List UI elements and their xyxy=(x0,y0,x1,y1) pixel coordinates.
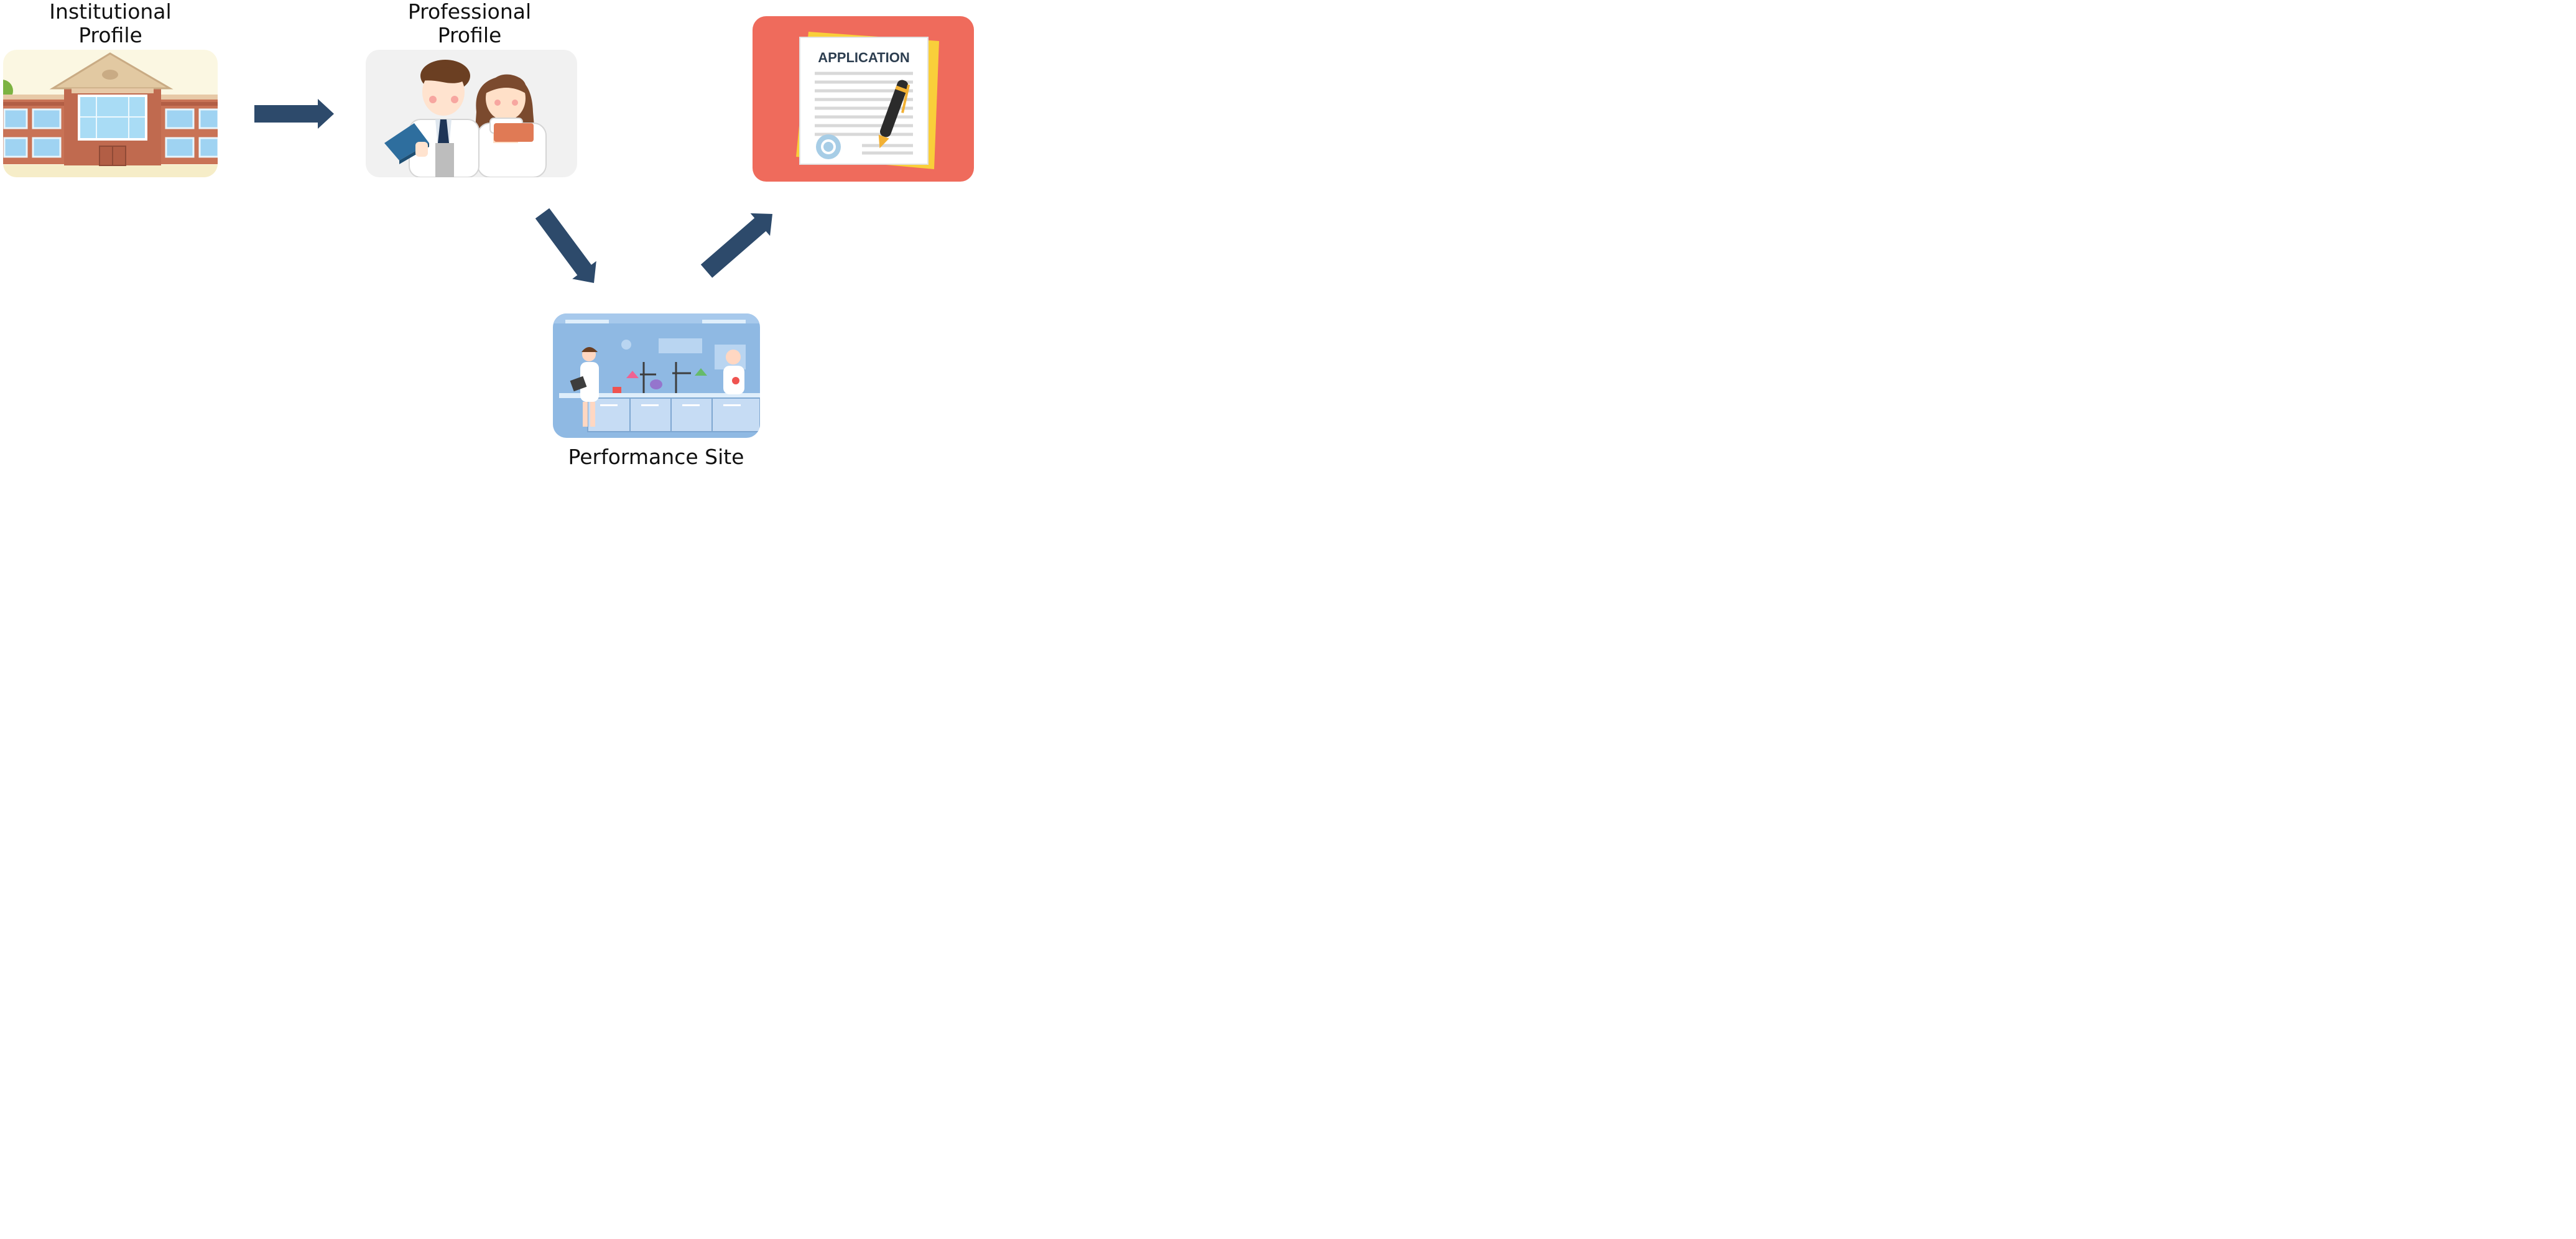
application-form-illustration: APPLICATION xyxy=(753,16,974,182)
professional-profile-label: Professional Profile xyxy=(407,0,532,47)
arrows-layer xyxy=(254,99,772,283)
performance-site-node xyxy=(553,313,760,438)
professional-profile-node xyxy=(366,50,577,177)
application-node: APPLICATION xyxy=(753,16,974,182)
arrow-professional-to-performance xyxy=(535,208,596,283)
laboratory-illustration xyxy=(553,313,760,438)
scientists-illustration xyxy=(366,50,577,177)
institutional-profile-label: Institutional Profile xyxy=(49,0,172,47)
application-document-title: APPLICATION xyxy=(818,50,909,65)
institutional-profile-node xyxy=(3,50,218,177)
pen-icon xyxy=(878,80,910,149)
arrow-institutional-to-professional xyxy=(254,99,334,129)
performance-site-label: Performance Site xyxy=(568,445,744,469)
arrow-performance-to-application xyxy=(700,213,772,278)
building-illustration xyxy=(3,50,218,177)
